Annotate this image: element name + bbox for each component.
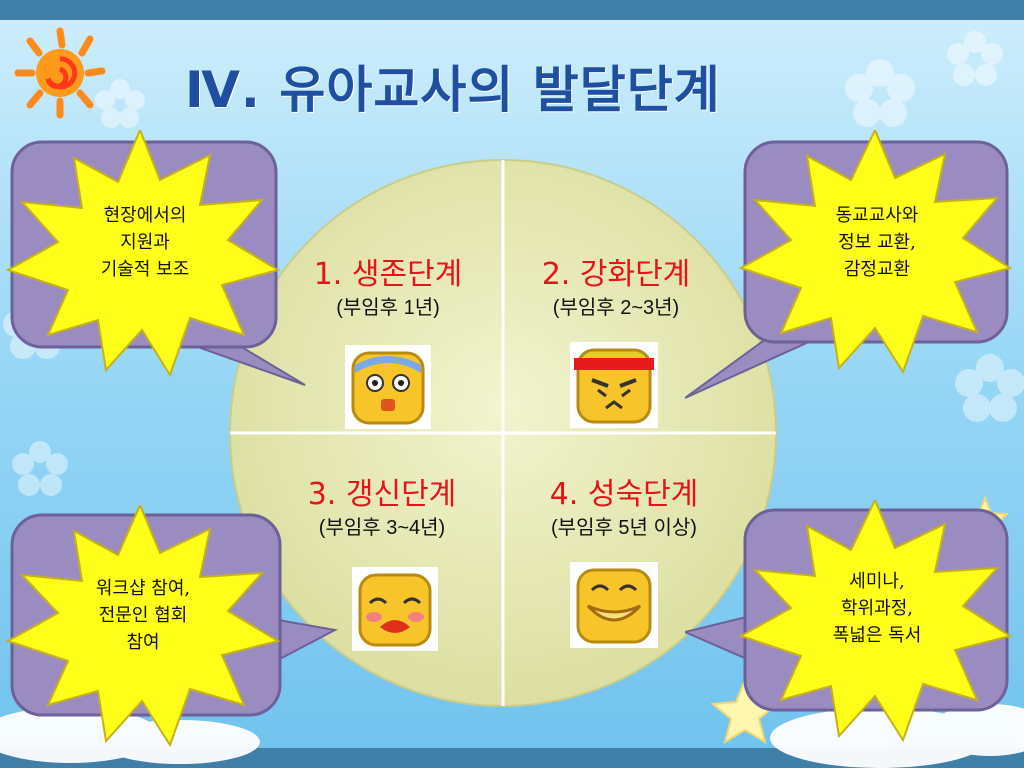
stage-1: 1. 생존단계 (부임후 1년) bbox=[258, 255, 518, 321]
callout-bottom-left bbox=[5, 505, 339, 748]
stage-3-period: (부임후 3~4년) bbox=[318, 517, 446, 539]
stage-4: 4. 성숙단계 (부임후 5년 이상) bbox=[494, 475, 754, 541]
stage-1-period: (부임후 1년) bbox=[336, 297, 440, 319]
callout-bottom-right-text: 세미나, 학위과정, 폭넓은 독서 bbox=[832, 571, 922, 646]
stage-1-title: 1. 생존단계 bbox=[313, 257, 463, 292]
bottom-bar bbox=[0, 748, 1024, 768]
stage-3-title: 3. 갱신단계 bbox=[307, 477, 457, 512]
stage-3: 3. 갱신단계 (부임후 3~4년) bbox=[252, 475, 512, 541]
callout-top-left-text: 현장에서의 지원과 기술적 보조 bbox=[100, 205, 190, 280]
stage-2-period: (부임후 2~3년) bbox=[552, 297, 680, 319]
shy-face-icon bbox=[352, 567, 438, 651]
page-title: Ⅳ. 유아교사의 발달단계 bbox=[185, 61, 721, 119]
angry-face-icon bbox=[570, 342, 658, 428]
callout-bottom-left-text: 워크샵 참여, 전문인 협회 참여 bbox=[95, 578, 191, 653]
callout-bottom-right bbox=[685, 500, 1013, 743]
stage-2-title: 2. 강화단계 bbox=[541, 257, 691, 292]
stage-4-period: (부임후 5년 이상) bbox=[551, 517, 697, 539]
callout-top-left bbox=[5, 130, 306, 386]
surprised-face-icon bbox=[345, 345, 431, 429]
callout-top-right bbox=[685, 130, 1013, 399]
top-bar bbox=[0, 0, 1024, 20]
stage-4-title: 4. 성숙단계 bbox=[549, 477, 699, 512]
stage-2: 2. 강화단계 (부임후 2~3년) bbox=[486, 255, 746, 321]
callout-top-right-text: 동교교사와 정보 교환, 감정교환 bbox=[835, 205, 919, 280]
happy-face-icon bbox=[570, 562, 658, 648]
sun-icon bbox=[14, 27, 106, 119]
